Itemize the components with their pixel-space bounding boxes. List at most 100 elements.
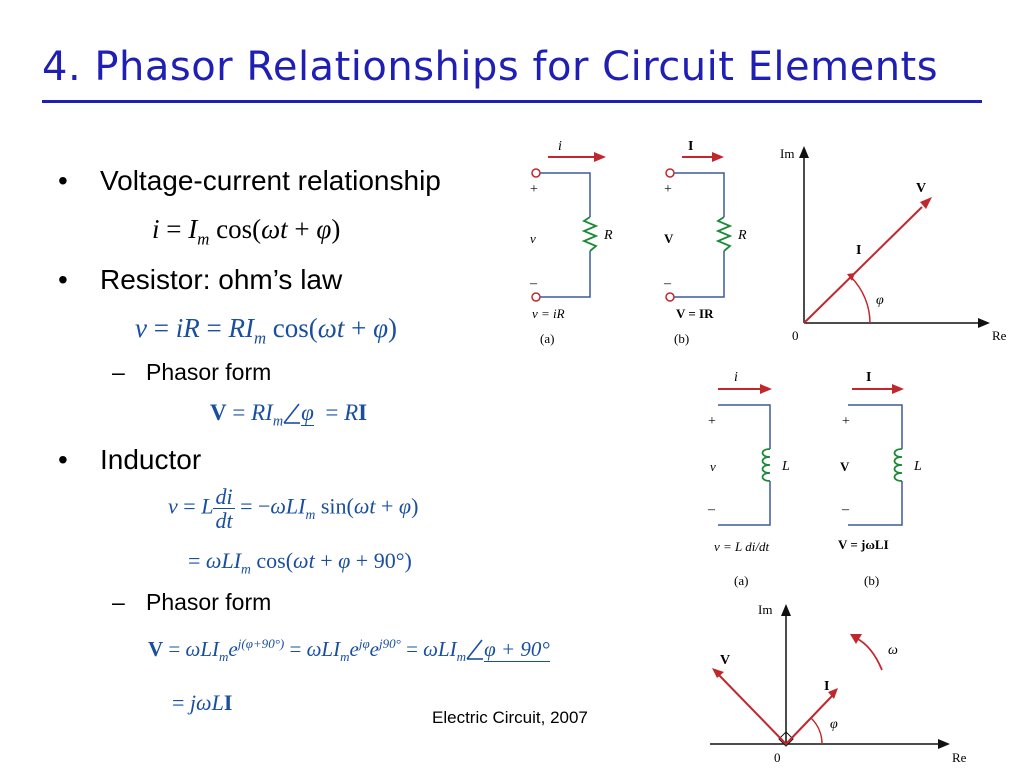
y-axis-label: Im xyxy=(780,146,794,161)
relation-label: V = jωLI xyxy=(838,537,889,552)
rotation-arrowhead xyxy=(850,634,862,644)
resistor-symbol xyxy=(715,216,733,252)
resistor-circuit-phasor-domain: I R + V – V = IR (b) xyxy=(663,139,747,346)
current-label: I xyxy=(688,139,693,154)
wire-top xyxy=(540,172,591,217)
angle-label: φ xyxy=(876,293,884,308)
origin-label: 0 xyxy=(774,750,781,765)
element-label: R xyxy=(603,228,613,243)
element-label: L xyxy=(913,459,922,474)
minus-sign: – xyxy=(529,276,538,291)
minus-sign: – xyxy=(841,502,850,517)
subbullet-inductor-phasor: – Phasor form xyxy=(112,589,271,616)
x-axis-label: Re xyxy=(952,750,967,765)
figure-caption: (a) xyxy=(540,331,554,346)
bullet-dot: • xyxy=(58,444,68,475)
angle-symbol xyxy=(466,639,484,660)
rotation-label: ω xyxy=(888,643,898,658)
equation-resistor-time: v = iR = RIm cos(ωt + φ) xyxy=(135,313,398,348)
voltage-label: V xyxy=(840,459,850,474)
wire-bottom xyxy=(848,481,903,526)
current-label: i xyxy=(558,139,562,154)
relation-label: V = IR xyxy=(676,306,714,321)
inductor-phasor-diagram: Im Re 0 V I φ ω xyxy=(710,602,967,765)
current-phasor-label: I xyxy=(824,679,829,694)
inductor-circuit-time-domain: i L + v – v = L di/dt (a) xyxy=(707,370,790,588)
wire-bottom xyxy=(540,251,591,298)
angle-arc xyxy=(850,276,871,324)
wire-top xyxy=(674,172,725,217)
bullet-label: Inductor xyxy=(100,444,202,475)
subbullet-dash: – xyxy=(112,359,125,385)
current-label: i xyxy=(734,370,738,385)
equation-current: i = Im cos(ωt + φ) xyxy=(152,214,341,249)
voltage-label: V xyxy=(664,231,674,246)
x-axis-arrowhead xyxy=(978,318,990,328)
plus-sign: + xyxy=(664,182,672,197)
voltage-arrowhead xyxy=(712,668,724,678)
bullet-resistor: • Resistor: ohm’s law xyxy=(58,264,343,296)
bullet-inductor: • Inductor xyxy=(58,444,202,476)
resistor-phasor-diagram: Im Re 0 V I φ xyxy=(780,146,1007,343)
rotation-arc xyxy=(855,637,883,671)
y-axis-label: Im xyxy=(758,602,772,617)
angle-arc xyxy=(810,717,823,745)
slide-title: 4. Phasor Relationships for Circuit Elem… xyxy=(42,44,939,90)
y-axis-arrowhead xyxy=(781,604,791,616)
x-axis-arrowhead xyxy=(938,739,950,749)
wire-top xyxy=(718,404,771,449)
title-underline xyxy=(42,100,982,103)
inductor-symbol xyxy=(761,448,771,482)
current-arrowhead xyxy=(594,152,606,162)
plus-sign: + xyxy=(530,182,538,197)
equation-inductor-time-2: = ωLIm cos(ωt + φ + 90°) xyxy=(188,548,412,577)
angle-arrowhead xyxy=(847,273,855,281)
right-angle-marker xyxy=(778,731,794,747)
terminal-bottom xyxy=(531,292,541,302)
plus-sign: + xyxy=(708,414,716,429)
current-phasor xyxy=(785,695,833,745)
origin-label: 0 xyxy=(792,328,799,343)
bullet-label: Resistor: ohm’s law xyxy=(100,264,343,295)
current-arrowhead xyxy=(712,152,724,162)
voltage-phasor-label: V xyxy=(720,653,730,668)
wire-bottom xyxy=(718,481,771,526)
current-label: I xyxy=(866,370,871,385)
resistor-symbol xyxy=(581,216,599,252)
current-phasor-label: I xyxy=(856,243,861,258)
x-axis-label: Re xyxy=(992,328,1007,343)
voltage-phasor xyxy=(803,206,923,324)
subbullet-label: Phasor form xyxy=(146,359,272,385)
voltage-label: v xyxy=(530,231,536,246)
current-arrowhead xyxy=(828,688,838,699)
voltage-phasor xyxy=(715,671,787,745)
equation-inductor-phasor-2: = jωLI xyxy=(172,690,233,715)
minus-sign: – xyxy=(663,276,672,291)
bullet-dot: • xyxy=(58,264,68,295)
plus-sign: + xyxy=(842,414,850,429)
figure-caption: (b) xyxy=(864,573,879,588)
angle-label: φ xyxy=(830,717,838,732)
wire-top xyxy=(848,404,903,449)
current-arrowhead xyxy=(760,384,772,394)
y-axis-arrowhead xyxy=(799,146,809,158)
subbullet-dash: – xyxy=(112,589,125,615)
inductor-circuit-phasor-domain: I L + V – V = jωLI (b) xyxy=(838,370,922,588)
bullet-voltage-current: • Voltage-current relationship xyxy=(58,165,441,197)
subbullet-resistor-phasor: – Phasor form xyxy=(112,359,272,386)
voltage-arrowhead xyxy=(920,197,932,209)
voltage-label: v xyxy=(710,459,716,474)
relation-label: v = L di/dt xyxy=(714,539,770,554)
figure-caption: (a) xyxy=(734,573,748,588)
figure-caption: (b) xyxy=(674,331,689,346)
voltage-phasor-label: V xyxy=(916,181,926,196)
bullet-label: Voltage-current relationship xyxy=(100,165,441,196)
wire-bottom xyxy=(674,251,725,298)
bullet-dot: • xyxy=(58,165,68,196)
terminal-top xyxy=(665,168,675,178)
terminal-bottom xyxy=(665,292,675,302)
